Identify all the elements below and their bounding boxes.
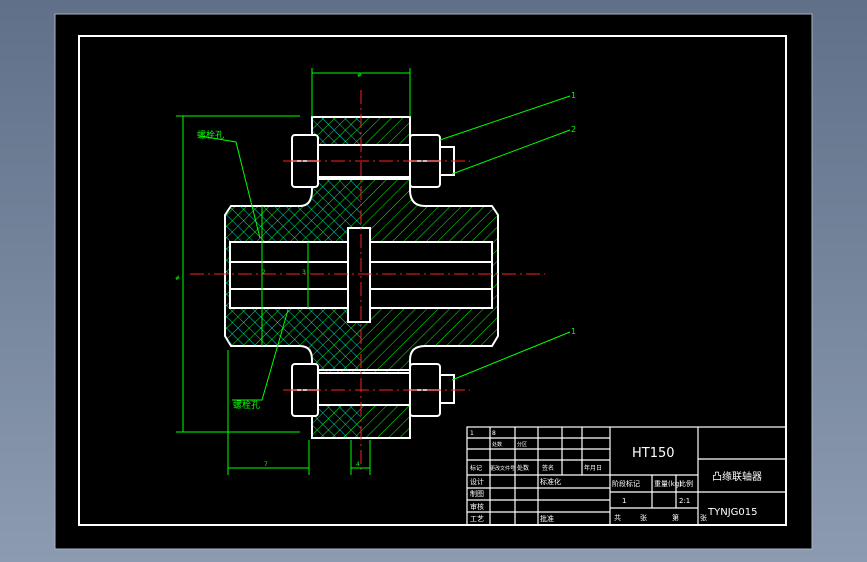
dim-left: # (175, 275, 180, 282)
dim-top: # (357, 72, 362, 79)
label-process: 工艺 (470, 515, 484, 523)
label-stage-mark: 阶段标记 (612, 479, 640, 488)
callout-2: 2 (571, 125, 576, 134)
title-block (466, 426, 787, 526)
dim-mid: 3 (302, 269, 306, 276)
mark-date: 年月日 (584, 464, 602, 472)
dim-bottom-right: 4 (356, 461, 360, 468)
bolt-hole-label-bottom: 螺栓孔 (233, 399, 260, 411)
label-sheet-no: 第 (672, 513, 679, 522)
label-sheet-unit2: 张 (700, 513, 707, 522)
row-mark: 标记 (470, 464, 482, 472)
bolt-hole-label-top: 螺栓孔 (197, 129, 224, 141)
mark-count: 处数 (492, 441, 502, 448)
drawing-frame (78, 35, 787, 526)
coupling-drawing (176, 68, 571, 475)
label-scale: 比例 (679, 479, 693, 488)
label-checker: 审核 (470, 502, 484, 511)
scale-value: 2:1 (679, 497, 690, 505)
misc-1: 1 (470, 430, 474, 437)
row-count: 处数 (517, 464, 529, 472)
quantity-value: 1 (622, 497, 626, 505)
part-name: 凸缘联轴器 (712, 470, 762, 483)
drawing-number: TYNJG015 (707, 507, 757, 518)
mark-change-doc: 更改文件号 (490, 465, 515, 472)
dim-mid2: 2 (262, 269, 266, 276)
label-drafter: 制图 (470, 489, 484, 498)
label-standardized: 标准化 (540, 477, 561, 486)
misc-8: 8 (492, 430, 496, 437)
label-weight: 重量(kg) (654, 480, 682, 488)
label-designer: 设计 (470, 477, 484, 486)
label-approved: 批准 (540, 514, 554, 523)
label-sheet-unit: 张 (640, 513, 647, 522)
mark-zone: 分区 (517, 441, 527, 448)
dim-bottom: 7 (264, 461, 268, 468)
callout-1-bottom: 1 (571, 327, 576, 336)
mark-sign: 签名 (542, 464, 554, 472)
material-text: HT150 (632, 446, 675, 461)
callout-1-top: 1 (571, 91, 576, 100)
label-sheets: 共 (614, 513, 621, 522)
